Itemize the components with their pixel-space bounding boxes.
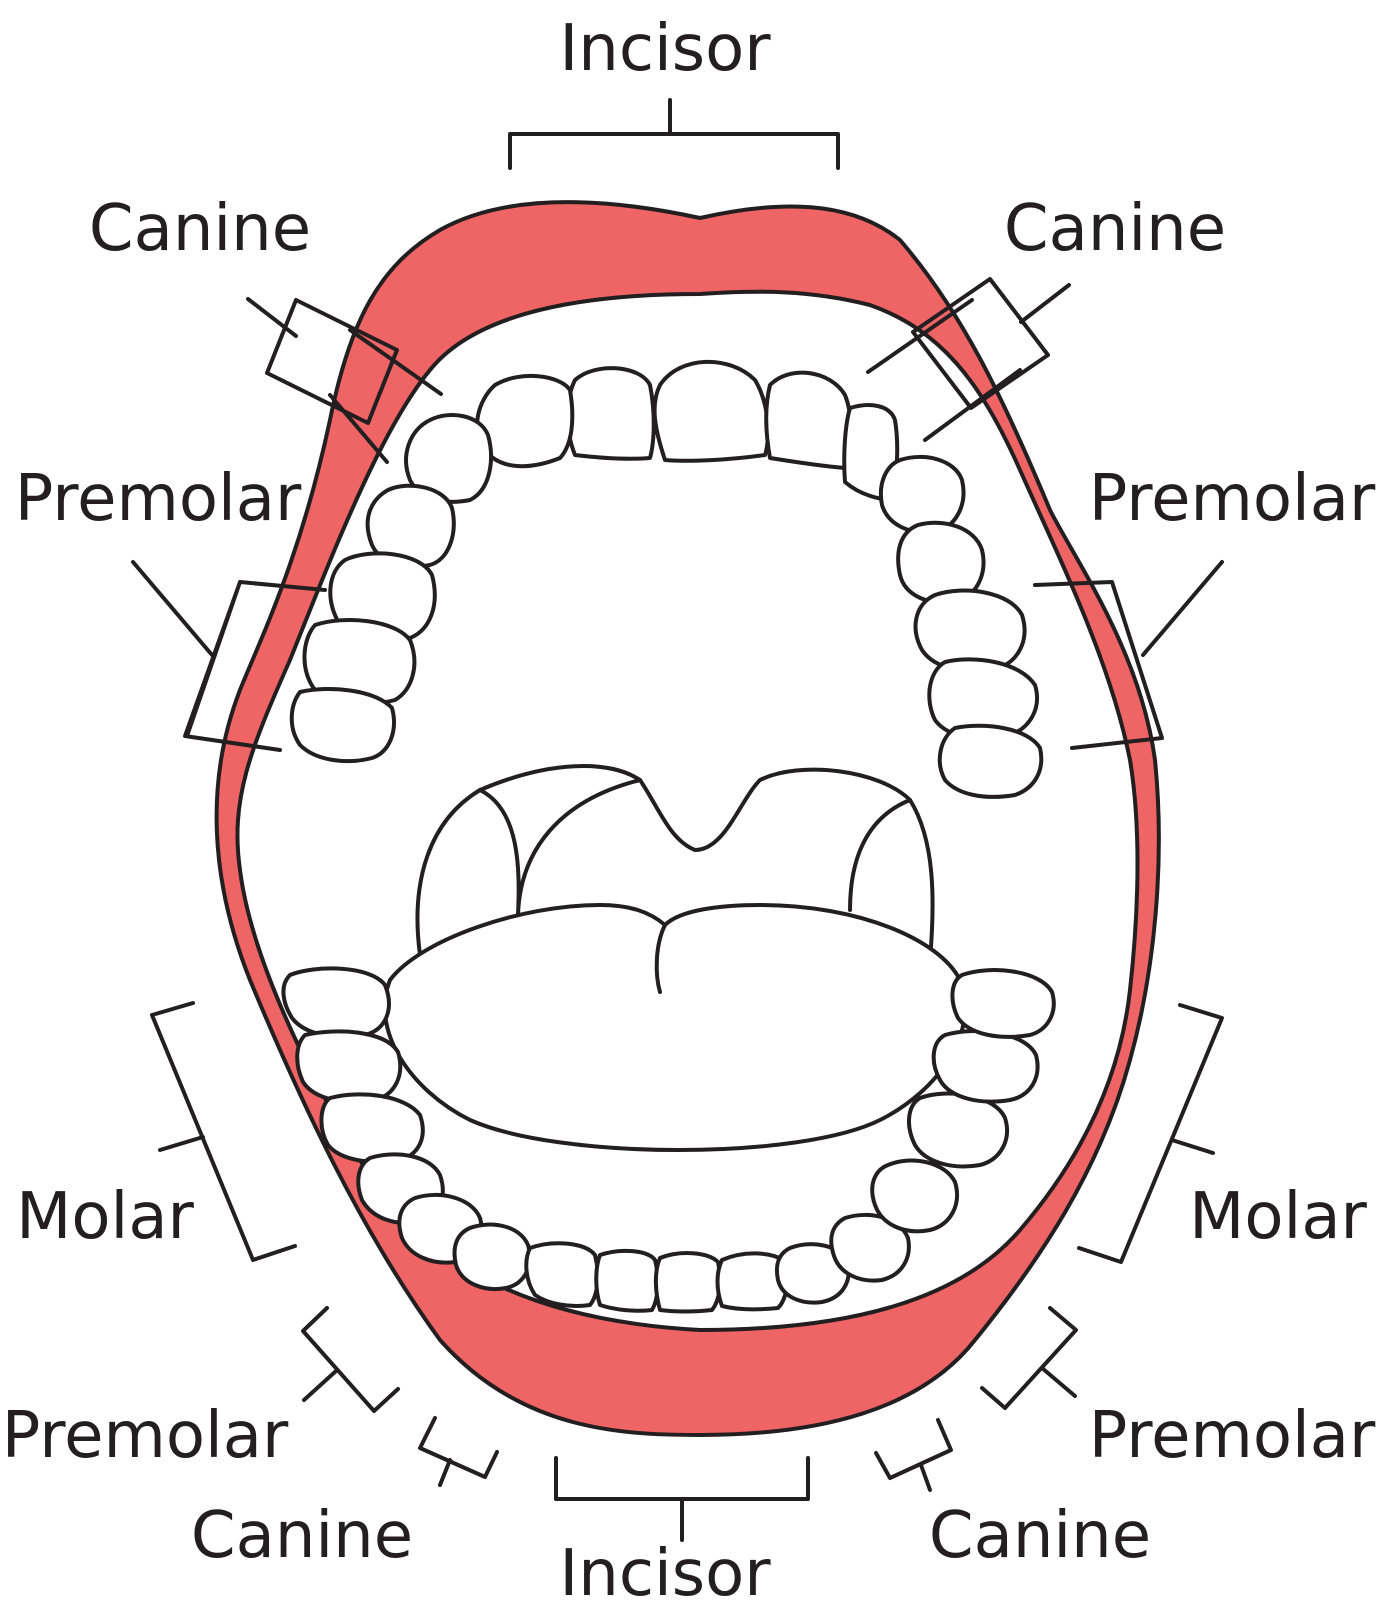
lower-molar-tooth	[909, 1094, 1007, 1167]
upper-incisor-label: Incisor	[559, 12, 771, 86]
upper-premolar-right-label: Premolar	[1089, 462, 1376, 536]
upper-incisor-tooth	[568, 368, 654, 459]
lower-molar-tooth	[952, 970, 1053, 1037]
lower-premolar-right-bracket	[982, 1308, 1076, 1408]
molar-right-label: Molar	[1189, 1180, 1367, 1254]
lower-molar-tooth	[283, 968, 388, 1036]
upper-canine-left-label: Canine	[89, 192, 311, 266]
molar-left-label: Molar	[16, 1180, 194, 1254]
lower-incisor-bracket	[556, 1458, 808, 1540]
lower-incisor-tooth	[526, 1243, 597, 1306]
lower-incisor-label: Incisor	[559, 1537, 771, 1604]
upper-incisor-bracket	[510, 100, 838, 168]
lower-canine-right-label: Canine	[929, 1499, 1151, 1573]
lower-premolar-left-bracket	[303, 1308, 398, 1411]
upper-canine-right-label: Canine	[1004, 192, 1226, 266]
lower-incisor-tooth	[596, 1251, 658, 1311]
upper-premolar-left-label: Premolar	[15, 462, 302, 536]
lower-premolar-left-label: Premolar	[2, 1399, 289, 1473]
lower-canine-tooth	[455, 1225, 530, 1289]
upper-molar-tooth	[940, 726, 1041, 797]
upper-molar-tooth	[292, 689, 394, 761]
upper-incisor-tooth	[655, 362, 768, 461]
lower-molar-tooth	[297, 1031, 400, 1101]
lower-canine-left-label: Canine	[191, 1499, 413, 1573]
lower-incisor-tooth	[656, 1253, 720, 1311]
tongue	[385, 905, 965, 1150]
upper-incisor-tooth	[766, 373, 851, 468]
lower-molar-tooth	[934, 1031, 1038, 1102]
lower-premolar-tooth	[872, 1160, 957, 1231]
lower-molar-tooth	[321, 1094, 422, 1162]
lower-canine-left-bracket	[420, 1418, 497, 1485]
lower-premolar-right-label: Premolar	[1089, 1399, 1376, 1473]
lower-canine-right-bracket	[876, 1420, 951, 1490]
upper-premolar-tooth	[881, 457, 964, 533]
